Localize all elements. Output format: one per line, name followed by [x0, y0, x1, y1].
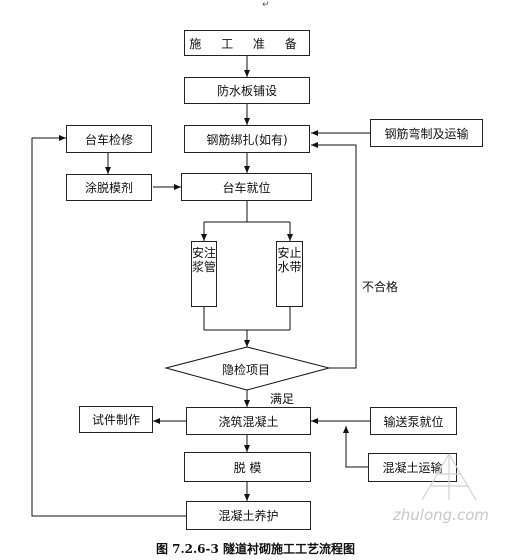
figure-caption: 图 7.2.6-3 隧道衬砌施工工艺流程图	[0, 540, 511, 557]
node-trolley-repair-label: 台车检修	[84, 132, 133, 147]
watermark-logo-icon	[421, 453, 477, 501]
node-construction-prep-label: 施 工 准 备	[189, 36, 305, 51]
node-concrete-transport: 混凝土运输	[368, 453, 457, 482]
node-pour-concrete: 浇筑混凝土	[186, 407, 311, 435]
watermark-text: zhulong.com	[392, 506, 489, 524]
pass-label: 满足	[270, 392, 295, 406]
node-rebar-binding-label: 钢筋绑扎(如有)	[206, 132, 288, 147]
node-specimen-label: 试件制作	[91, 413, 140, 427]
node-trolley-position: 台车就位	[181, 173, 312, 201]
node-grout-pipe: 安注浆管	[191, 241, 217, 307]
inspection-diamond	[164, 346, 331, 391]
node-demold: 脱 模	[184, 452, 311, 482]
node-specimen: 试件制作	[79, 406, 153, 433]
node-rebar-bending-label: 钢筋弯制及运输	[384, 126, 469, 141]
node-release-agent-label: 涂脱模剂	[84, 181, 133, 195]
figure-caption-text: 图 7.2.6-3 隧道衬砌施工工艺流程图	[155, 542, 356, 556]
node-waterstop: 安止水带	[276, 241, 303, 307]
node-pour-concrete-label: 浇筑混凝土	[218, 414, 279, 429]
arrow-transport-to-pump	[343, 426, 368, 468]
node-concrete-transport-label: 混凝土运输	[382, 461, 443, 475]
node-waterproof-board-label: 防水板铺设	[216, 84, 277, 98]
fail-label: 不合格	[362, 280, 399, 294]
node-grout-pipe-label: 安注浆管	[192, 246, 217, 274]
node-trolley-position-label: 台车就位	[222, 180, 271, 195]
node-curing: 混凝土养护	[186, 501, 311, 530]
node-construction-prep: 施 工 准 备	[184, 30, 310, 56]
arrow-curing-to-trolley-repair	[31, 135, 186, 517]
node-trolley-repair: 台车检修	[66, 125, 152, 153]
node-pump-position: 输送泵就位	[370, 407, 457, 435]
inspection-label: 隐检项目	[222, 363, 271, 377]
node-curing-label: 混凝土养护	[218, 509, 279, 523]
node-release-agent: 涂脱模剂	[66, 174, 152, 201]
node-rebar-binding: 钢筋绑扎(如有)	[184, 125, 310, 153]
node-pump-position-label: 输送泵就位	[383, 414, 444, 429]
node-demold-label: 脱 模	[233, 460, 262, 475]
arrow-fail-back-to-rebar	[311, 142, 357, 369]
node-waterstop-label: 安止水带	[277, 246, 302, 274]
node-rebar-bending: 钢筋弯制及运输	[370, 119, 483, 147]
paragraph-mark: ↵	[262, 0, 270, 10]
node-waterproof-board: 防水板铺设	[184, 77, 310, 104]
